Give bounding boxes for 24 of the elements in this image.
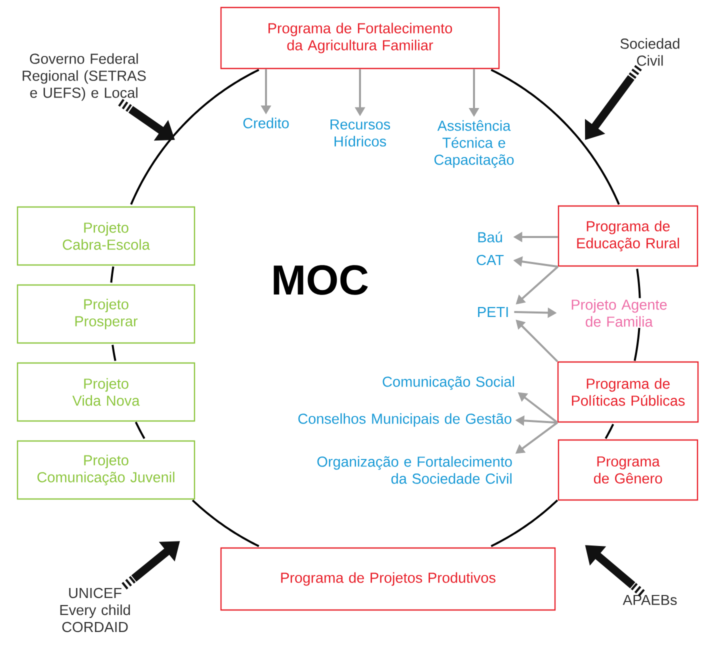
title-text: MOC [274, 265, 368, 295]
project-box: Projeto Comunicação Juvenil [16, 440, 196, 500]
program-box: Programa de Projetos Produtivos [220, 547, 556, 611]
partner-text: APAEBs [622, 594, 677, 606]
partner-text: Sociedad Civil [620, 38, 680, 66]
program-box: Programa de Educação Rural [558, 205, 698, 267]
project-box: Projeto Vida Nova [16, 362, 196, 422]
topic-text: Organização e Fortalecimento da Sociedade Civil [317, 456, 512, 484]
topic-text: Recursos Hídricos [330, 119, 390, 147]
topic-text: Comunicação Social [382, 376, 514, 390]
topic-text: Baú [478, 232, 502, 242]
partner-text: UNICEF Every child CORDAID [60, 588, 130, 632]
project-box: Projeto Cabra-Escola [16, 206, 196, 266]
project-box: Projeto Prosperar [16, 284, 196, 344]
program-box: Programa de Políticas Públicas [557, 361, 699, 423]
topic-text: CAT [476, 254, 504, 266]
partner-text: Governo Federal Regional (SETRAS e UEFS) e Local [22, 53, 146, 101]
topic-text: Projeto Agente de Familia [559, 298, 679, 328]
program-box: Programa de Gênero [558, 439, 698, 501]
topic-text: Credito [243, 118, 289, 128]
topic-text: PETI [478, 307, 508, 317]
topic-text: Conselhos Municipais de Gestão [298, 413, 512, 427]
topic-text: Assistência Técnica e Capacitação [434, 120, 514, 168]
program-box: Programa de Fortalecimento da Agricultura Familiar [220, 6, 500, 70]
